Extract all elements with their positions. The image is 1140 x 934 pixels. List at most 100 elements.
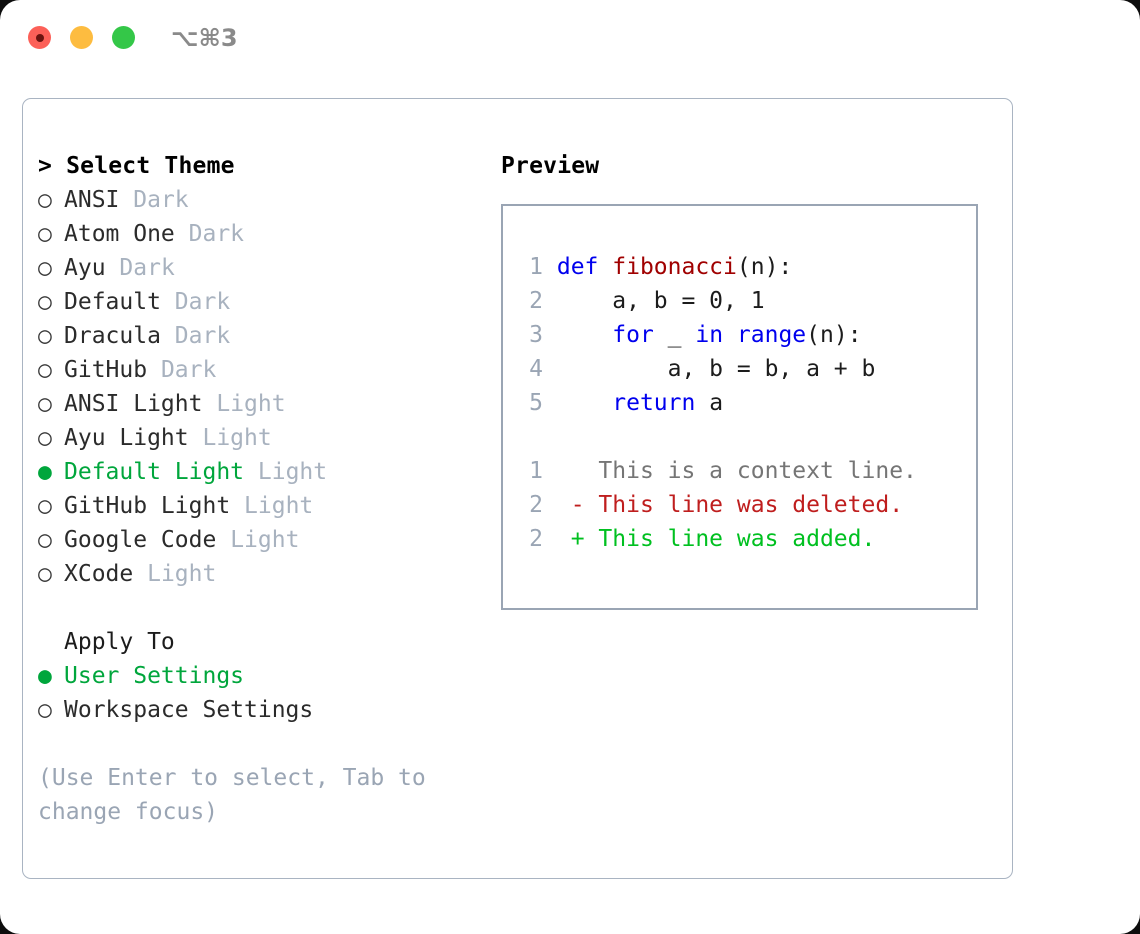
code-token: a, b = 0, 1	[556, 288, 765, 314]
diff-line: 2 - This line was deleted.	[516, 488, 972, 522]
maximize-button[interactable]	[112, 26, 135, 49]
code-line: 3 for _ in range(n):	[516, 318, 972, 352]
radio-selected-icon[interactable]: ●	[38, 663, 52, 689]
line-number: 2	[529, 526, 543, 552]
radio-unselected-icon[interactable]: ○	[38, 561, 52, 587]
apply-to-list[interactable]: ●User Settings ○ Workspace Settings	[38, 659, 488, 727]
code-line: 2 a, b = 0, 1	[516, 284, 972, 318]
minimize-button[interactable]	[70, 26, 93, 49]
space	[202, 391, 216, 417]
diff-marker	[571, 458, 599, 484]
title-bar: ⌥⌘3	[0, 0, 1140, 78]
space	[175, 221, 189, 247]
theme-variant-tag: Dark	[119, 255, 175, 281]
space	[161, 289, 175, 315]
radio-unselected-icon[interactable]: ○	[38, 527, 52, 553]
gutter-space	[543, 254, 557, 280]
diff-text: This line was deleted.	[598, 492, 904, 518]
code-token: _	[653, 322, 696, 348]
theme-name: Default Light	[64, 459, 245, 485]
list-spacer	[38, 591, 488, 625]
radio-unselected-icon[interactable]: ○	[38, 255, 52, 281]
radio-unselected-icon[interactable]: ○	[38, 425, 52, 451]
code-diff-separator	[516, 420, 972, 454]
keyboard-shortcut-label: ⌥⌘3	[171, 24, 238, 52]
diff-text: This line was added.	[598, 526, 876, 552]
code-line: 1 def fibonacci(n):	[516, 250, 972, 284]
theme-name: Ayu Light	[64, 425, 189, 451]
diff-line: 1 This is a context line.	[516, 454, 972, 488]
radio-selected-icon[interactable]: ●	[38, 459, 52, 485]
radio-unselected-icon[interactable]: ○	[38, 289, 52, 315]
select-theme-header: > Select Theme	[38, 153, 235, 179]
theme-name: Google Code	[64, 527, 217, 553]
theme-list-item[interactable]: ○Ayu Dark	[38, 251, 488, 285]
gutter-space	[543, 288, 557, 314]
diff-text: This is a context line.	[598, 458, 917, 484]
code-line: 5 return a	[516, 386, 972, 420]
theme-list-item[interactable]: ○Dracula Dark	[38, 319, 488, 353]
theme-list-item[interactable]: ○ ANSI Dark	[38, 183, 488, 217]
theme-list-item[interactable]: ○ANSI Light Light	[38, 387, 488, 421]
theme-list-item[interactable]: ○XCode Light	[38, 557, 488, 591]
theme-name: ANSI Light	[64, 391, 203, 417]
window-controls	[28, 26, 135, 49]
code-token: in	[695, 322, 724, 348]
theme-list-item[interactable]: ○ GitHub Light Light	[38, 489, 488, 523]
preview-title: Preview	[501, 153, 600, 179]
gutter-space	[543, 322, 557, 348]
line-number: 3	[529, 322, 543, 348]
space	[133, 561, 147, 587]
theme-variant-tag: Dark	[133, 187, 189, 213]
theme-variant-tag: Light	[244, 493, 314, 519]
theme-variant-tag: Light	[202, 425, 272, 451]
space	[189, 425, 203, 451]
apply-to-item[interactable]: ●User Settings	[38, 659, 488, 693]
theme-list-item[interactable]: ○Default Dark	[38, 285, 488, 319]
theme-list-item[interactable]: ○ Ayu Light Light	[38, 421, 488, 455]
radio-unselected-icon[interactable]: ○	[38, 221, 52, 247]
theme-variant-tag: Light	[230, 527, 300, 553]
code-token: a	[695, 390, 724, 416]
radio-unselected-icon[interactable]: ○	[38, 391, 52, 417]
line-number: 5	[529, 390, 543, 416]
space	[106, 255, 120, 281]
theme-selector-column: > Select Theme ○ANSI Dark○Atom One Dark○…	[38, 149, 488, 829]
code-token	[557, 390, 612, 416]
code-token: (n):	[806, 322, 862, 348]
apply-to-name: Workspace Settings	[64, 697, 314, 723]
radio-unselected-icon[interactable]: ○	[38, 493, 52, 519]
theme-list-item[interactable]: ○ Google Code Light	[38, 523, 488, 557]
theme-variant-tag: Light	[257, 459, 328, 485]
theme-list-item[interactable]: ● Default Light Light	[38, 455, 488, 489]
gutter-space	[543, 526, 571, 552]
space	[119, 187, 133, 213]
diff-line: 2 + This line was added.	[516, 522, 972, 556]
gutter-space	[543, 458, 571, 484]
theme-list[interactable]: ○ANSI Dark○Atom One Dark○Ayu Dark○Defaul…	[38, 183, 488, 591]
line-number: 2	[529, 288, 543, 314]
line-number: 2	[529, 492, 543, 518]
radio-unselected-icon[interactable]: ○	[38, 323, 52, 349]
theme-variant-tag: Dark	[188, 221, 245, 247]
apply-to-item[interactable]: ○ Workspace Settings	[38, 693, 488, 727]
theme-list-item[interactable]: ○GitHub Dark	[38, 353, 488, 387]
keyboard-hint: (Use Enter to select, Tab to change focu…	[38, 765, 440, 825]
diff-marker: +	[570, 526, 599, 552]
gutter-space	[543, 356, 557, 382]
theme-list-item[interactable]: ○Atom One Dark	[38, 217, 488, 251]
radio-unselected-icon[interactable]: ○	[38, 357, 52, 383]
theme-name: Dracula	[64, 323, 161, 349]
radio-unselected-icon[interactable]: ○	[38, 187, 52, 213]
gutter-space	[543, 390, 557, 416]
space	[147, 357, 161, 383]
theme-name: ANSI	[64, 187, 120, 213]
radio-unselected-icon[interactable]: ○	[38, 697, 52, 723]
theme-variant-tag: Light	[147, 561, 217, 587]
diff-marker: -	[570, 492, 599, 518]
theme-name: GitHub Light	[64, 493, 231, 519]
close-button[interactable]	[28, 26, 51, 49]
